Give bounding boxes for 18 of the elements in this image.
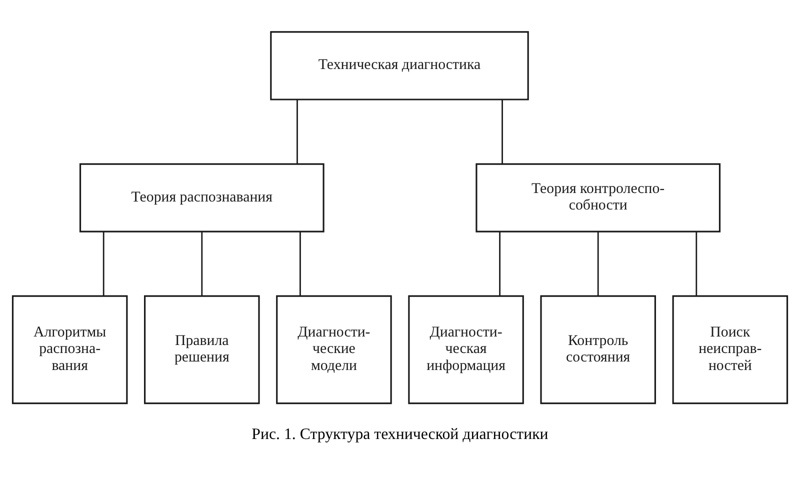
connector [696,231,698,296]
node-box: Теория контролеспо- собности [476,162,721,232]
connector [102,231,104,296]
node-box: Диагности- ческая информация [408,294,524,404]
node-box: Правила решения [144,294,260,404]
node-box: Техническая диагностика [270,30,529,100]
connector [597,231,599,296]
caption: Рис. 1. Структура технической диагностики [252,425,548,442]
node-box: Теория распознавания [79,162,324,232]
connector [499,231,500,296]
connector [502,99,503,164]
node-box: Диагности- ческие модели [276,294,392,404]
node-box: Поиск неисправ- ностей [672,294,788,404]
connector [296,99,298,164]
node-box: Алгоритмы распозна- вания [12,294,128,404]
node-box: Контроль состояния [540,294,656,404]
connector [201,231,203,296]
connector [300,231,301,296]
